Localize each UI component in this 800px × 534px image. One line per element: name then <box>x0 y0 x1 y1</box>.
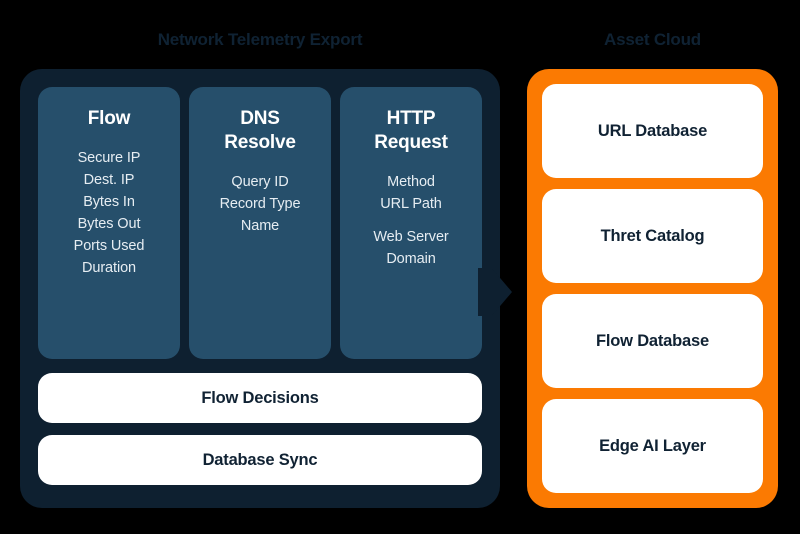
telemetry-card-http-request[interactable]: HTTP Request Method URL Path Web Server … <box>340 87 482 359</box>
telemetry-card-title-line: DNS <box>240 108 280 129</box>
telemetry-field: Query ID <box>231 174 289 190</box>
telemetry-field: Duration <box>81 260 136 276</box>
telemetry-field: Ports Used <box>73 238 145 254</box>
asset-card-url-database[interactable]: URL Database <box>542 84 763 178</box>
telemetry-card-title-line: Resolve <box>224 132 296 153</box>
telemetry-card-dns-resolve[interactable]: DNS Resolve Query ID Record Type Name <box>189 87 331 359</box>
telemetry-card-title-line: Flow <box>87 108 131 129</box>
telemetry-field: Bytes Out <box>77 216 141 232</box>
asset-card-edge-ai-layer[interactable]: Edge AI Layer <box>542 399 763 493</box>
telemetry-field: Bytes In <box>83 194 135 210</box>
network-telemetry-export-panel: Flow Secure IP Dest. IP Bytes In Bytes O… <box>20 69 500 508</box>
telemetry-field: Secure IP <box>77 150 141 166</box>
output-bar-database-sync[interactable]: Database Sync <box>38 435 482 485</box>
telemetry-field: Record Type <box>219 196 301 212</box>
telemetry-card-title-line: Request <box>374 132 448 153</box>
telemetry-cards-row: Flow Secure IP Dest. IP Bytes In Bytes O… <box>38 87 482 359</box>
telemetry-field: Web Server <box>373 229 449 245</box>
telemetry-field: Dest. IP <box>83 172 135 188</box>
output-bar-flow-decisions[interactable]: Flow Decisions <box>38 373 482 423</box>
telemetry-card-flow[interactable]: Flow Secure IP Dest. IP Bytes In Bytes O… <box>38 87 180 359</box>
telemetry-card-title: HTTP Request <box>348 107 474 155</box>
asset-card-thret-catalog[interactable]: Thret Catalog <box>542 189 763 283</box>
telemetry-field: Method <box>387 174 435 190</box>
telemetry-field: Name <box>240 218 280 234</box>
telemetry-output-bars: Flow Decisions Database Sync <box>38 373 482 485</box>
asset-cloud-panel: URL Database Thret Catalog Flow Database… <box>527 69 778 508</box>
telemetry-card-title: Flow <box>46 107 172 131</box>
arrow-right-icon <box>478 268 512 316</box>
telemetry-card-title-line: HTTP <box>386 108 436 129</box>
asset-card-flow-database[interactable]: Flow Database <box>542 294 763 388</box>
left-panel-title: Network Telemetry Export <box>157 30 363 49</box>
telemetry-card-title: DNS Resolve <box>197 107 323 155</box>
telemetry-field: URL Path <box>380 196 442 212</box>
telemetry-field: Domain <box>386 251 436 267</box>
right-panel-title: Asset Cloud <box>604 30 701 49</box>
